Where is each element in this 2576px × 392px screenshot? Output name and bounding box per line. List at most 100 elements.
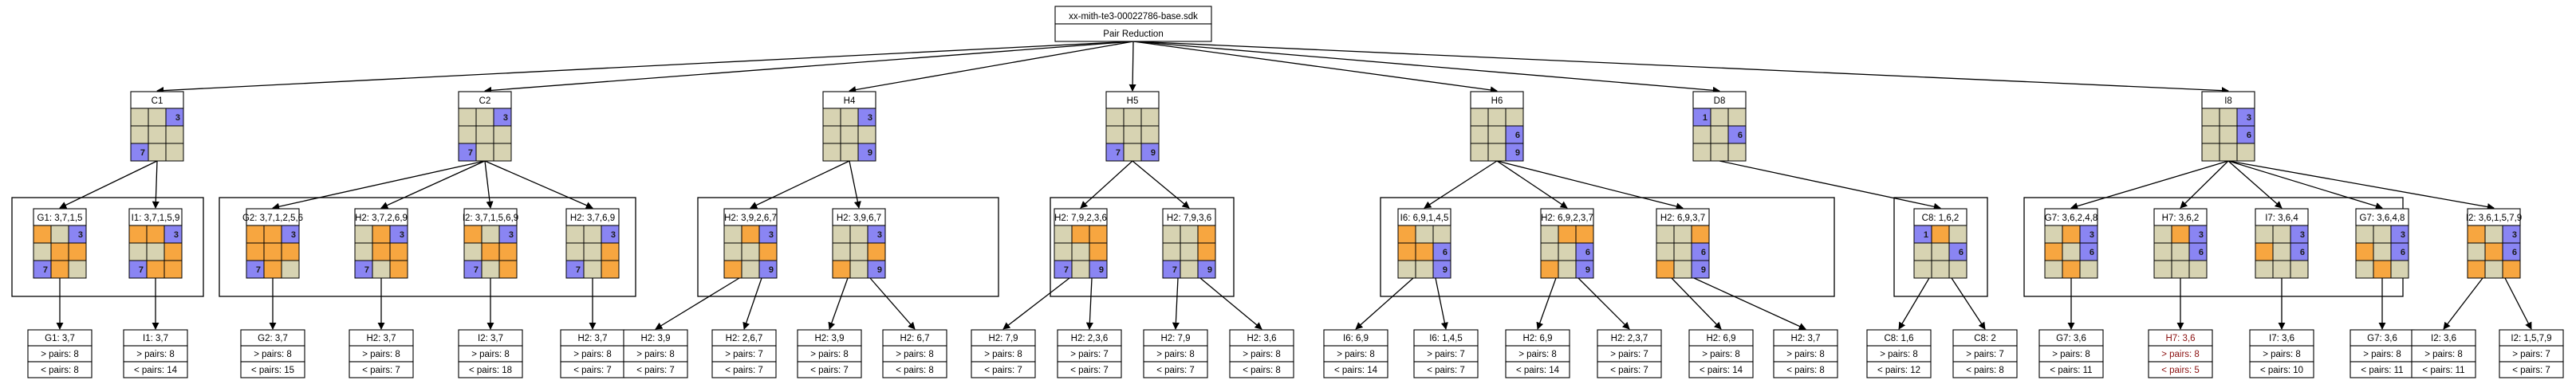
grid-cell bbox=[2188, 260, 2208, 279]
mid-node-grid: 37 bbox=[565, 225, 620, 279]
cell-digit: 3 bbox=[174, 230, 179, 240]
grid-cell bbox=[1575, 260, 1594, 279]
leaf-stat: < pairs: 7 bbox=[984, 366, 1022, 375]
leaf-label: H2: 7,9 bbox=[1160, 334, 1190, 343]
leaf-node: C8: 1,6> pairs: 8< pairs: 12 bbox=[1866, 329, 1932, 378]
grid-cell bbox=[458, 125, 477, 144]
grid-cell bbox=[68, 242, 87, 261]
grid-cell bbox=[1470, 125, 1489, 144]
grid-cell bbox=[1487, 108, 1507, 127]
edge-top-mid bbox=[1496, 160, 1568, 209]
grid-cell bbox=[822, 108, 841, 127]
grid-cell bbox=[146, 260, 165, 279]
grid-cell bbox=[1089, 225, 1108, 244]
edge-mid-leaf-alt bbox=[1435, 277, 1448, 330]
cell-digit: 1 bbox=[1924, 230, 1928, 240]
leaf-stat: < pairs: 14 bbox=[134, 366, 178, 375]
grid-cell bbox=[857, 143, 876, 162]
leaf-node: H2: 7,9> pairs: 8< pairs: 7 bbox=[1143, 329, 1208, 378]
edge-root-h5 bbox=[1128, 41, 1136, 92]
edge-top-mid bbox=[750, 160, 850, 209]
mid-node-grid: 37 bbox=[128, 225, 183, 279]
edge-mid-leaf-alt bbox=[1693, 277, 1806, 330]
grid-cell bbox=[1470, 108, 1489, 127]
grid-cell bbox=[1140, 108, 1160, 127]
grid-cell bbox=[822, 143, 841, 162]
grid-cell bbox=[867, 242, 886, 261]
grid-cell bbox=[2201, 143, 2220, 162]
edge-top-mid bbox=[59, 160, 158, 209]
root-subtitle: Pair Reduction bbox=[1103, 29, 1163, 39]
grid-cell bbox=[1105, 108, 1125, 127]
leaf-label: H2: 2,6,7 bbox=[726, 334, 763, 343]
edge-mid-leaf bbox=[1671, 277, 1722, 330]
mid-node-grid: 36 bbox=[2255, 225, 2309, 279]
grid-cell bbox=[1397, 225, 1416, 244]
edge-top-mid bbox=[849, 160, 861, 209]
mid-node-label: H2: 3,7,2,6,9 bbox=[355, 214, 408, 223]
leaf-stat: < pairs: 14 bbox=[1334, 366, 1378, 375]
cell-digit: 6 bbox=[1738, 131, 1743, 140]
grid-cell bbox=[2044, 242, 2063, 261]
edge-mid-leaf-alt bbox=[1199, 277, 1262, 330]
grid-cell bbox=[1397, 260, 1416, 279]
leaf-label: I2: 3,7 bbox=[478, 334, 503, 343]
mid-node: I6: 6,9,1,4,569 bbox=[1397, 208, 1451, 279]
leaf-label: I6: 1,4,5 bbox=[1429, 334, 1463, 343]
cell-digit: 3 bbox=[2247, 113, 2251, 123]
grid-cell bbox=[1415, 225, 1434, 244]
leaf-label: H2: 6,9 bbox=[1522, 334, 1552, 343]
grid-cell bbox=[2153, 225, 2172, 244]
leaf-stat: < pairs: 8 bbox=[1243, 366, 1281, 375]
node-d8-grid: 16 bbox=[1692, 108, 1747, 162]
grid-cell bbox=[1054, 242, 1073, 261]
grid-cell bbox=[565, 242, 585, 261]
leaf-stat: < pairs: 7 bbox=[573, 366, 612, 375]
grid-cell bbox=[2355, 260, 2374, 279]
leaf-stat: < pairs: 14 bbox=[1700, 366, 1743, 375]
cell-digit: 1 bbox=[1703, 113, 1707, 123]
grid-cell bbox=[1727, 143, 1747, 162]
grid-cell bbox=[2153, 260, 2172, 279]
leaf-stat: < pairs: 7 bbox=[1427, 366, 1465, 375]
grid-cell bbox=[475, 143, 494, 162]
cell-digit: 6 bbox=[2090, 248, 2094, 257]
cell-digit: 7 bbox=[364, 265, 369, 275]
leaf-stat: > pairs: 8 bbox=[896, 350, 934, 359]
grid-cell bbox=[583, 242, 602, 261]
edge-root-h4 bbox=[849, 41, 1134, 94]
node-c2-label: C2 bbox=[479, 96, 491, 106]
grid-cell bbox=[354, 242, 373, 261]
grid-cell bbox=[1089, 242, 1108, 261]
cell-digit: 7 bbox=[468, 148, 473, 158]
leaf-stat: < pairs: 7 bbox=[362, 366, 400, 375]
edge-top-mid bbox=[1132, 160, 1190, 209]
cell-digit: 6 bbox=[1959, 248, 1964, 257]
grid-cell bbox=[1931, 260, 1950, 279]
mid-node: H7: 3,6,236 bbox=[2153, 208, 2208, 279]
cell-digit: 6 bbox=[1585, 248, 1590, 257]
cell-digit: 9 bbox=[1099, 265, 1104, 275]
grid-cell bbox=[1673, 242, 1692, 261]
grid-cell bbox=[1487, 143, 1507, 162]
grid-cell bbox=[1089, 260, 1108, 279]
root-node: xx-mith-te3-00022786-base.sdk Pair Reduc… bbox=[1054, 6, 1212, 42]
grid-cell bbox=[1691, 260, 1710, 279]
grid-cell bbox=[1432, 225, 1451, 244]
grid-cell bbox=[372, 242, 391, 261]
grid-cell bbox=[463, 242, 483, 261]
grid-cell bbox=[1558, 260, 1577, 279]
cell-digit: 3 bbox=[503, 113, 508, 123]
mid-node-label: I2: 3,6,1,5,7,9 bbox=[2466, 214, 2522, 223]
leaf-stat: > pairs: 8 bbox=[2161, 350, 2200, 359]
grid-cell bbox=[832, 225, 851, 244]
leaf-node: H2: 7,9> pairs: 8< pairs: 7 bbox=[971, 329, 1036, 378]
leaf-stat: < pairs: 5 bbox=[2161, 366, 2200, 375]
mid-node-label: H2: 3,7,6,9 bbox=[570, 214, 615, 223]
leaf-stat: < pairs: 7 bbox=[636, 366, 675, 375]
grid-cell bbox=[1691, 225, 1710, 244]
